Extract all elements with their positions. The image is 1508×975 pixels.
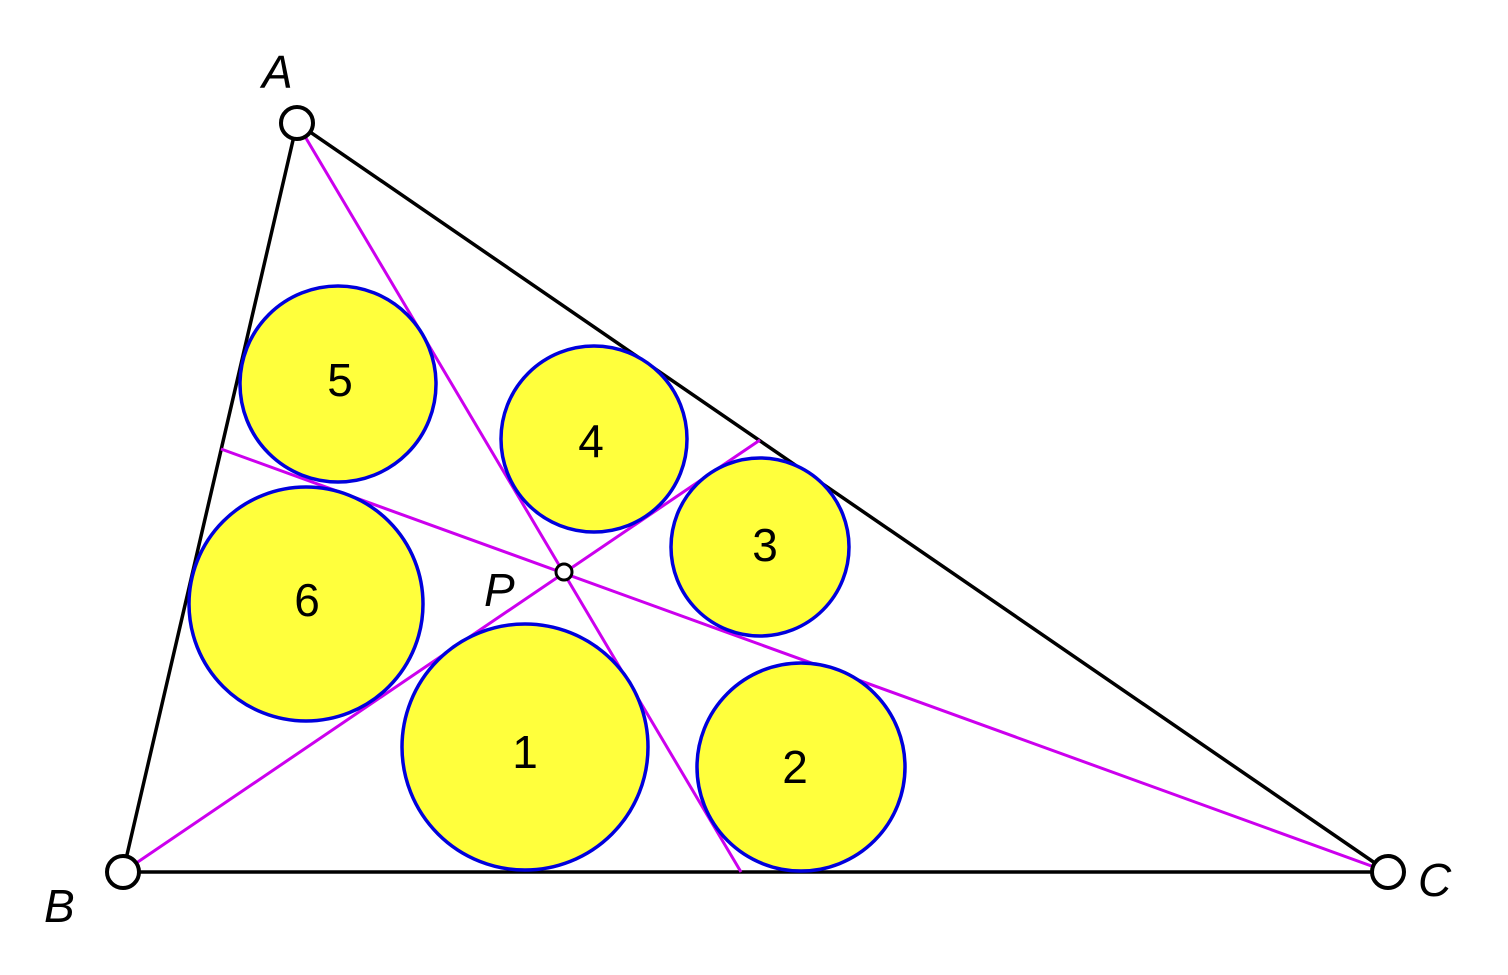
circle-6-label: 6 [294, 574, 320, 626]
circle-4-shape [499, 344, 689, 534]
point-p-label: P [484, 564, 515, 616]
circle-6-shape [187, 485, 425, 723]
circle-1-label: 1 [512, 726, 538, 778]
circle-5-shape [238, 284, 438, 484]
side-ab [121, 122, 299, 873]
circle-2-shape [695, 661, 907, 873]
vertex-a-label: A [259, 46, 293, 98]
circle-5-label: 5 [327, 354, 353, 406]
circle-1: 1 [400, 622, 650, 872]
circle-1-shape [400, 622, 650, 872]
circle-6: 6 [187, 485, 425, 723]
point-p-marker [554, 562, 574, 582]
cevian-from-a [295, 122, 743, 873]
circle-5: 5 [238, 284, 438, 484]
circle-3: 3 [669, 456, 851, 638]
vertex-c-label: C [1418, 854, 1452, 906]
circle-4-label: 4 [578, 415, 604, 467]
vertex-c-marker [1370, 854, 1406, 890]
circle-3-shape [669, 456, 851, 638]
vertex-b-marker [105, 854, 141, 890]
circle-3-label: 3 [752, 519, 778, 571]
vertex-a-marker [279, 105, 315, 141]
circle-2: 2 [695, 661, 907, 873]
side-ac [296, 121, 1389, 874]
circle-4: 4 [499, 344, 689, 534]
vertex-b-label: B [44, 880, 75, 932]
cevian-from-c [220, 447, 1389, 874]
circle-2-label: 2 [782, 741, 808, 793]
